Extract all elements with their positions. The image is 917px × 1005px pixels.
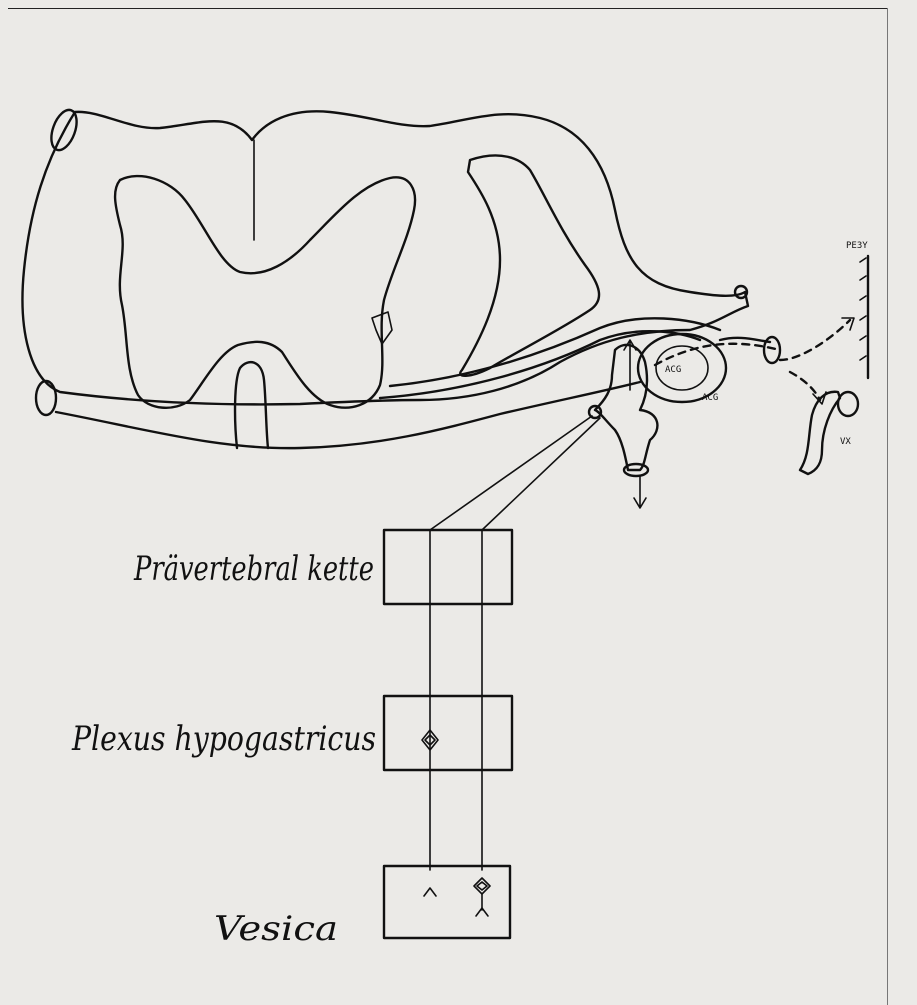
grey-matter xyxy=(115,176,415,408)
pelvic-arrow-head xyxy=(842,318,854,330)
ganglion-tag: ACG xyxy=(665,365,681,375)
blood-vessel-lumen xyxy=(838,392,858,416)
dashed-fiber-pelvic xyxy=(780,320,850,360)
plexus-box xyxy=(384,696,512,770)
lateral-white-matter xyxy=(460,155,599,375)
spinal-nerve xyxy=(720,338,770,342)
vesica-label: Vesica xyxy=(214,909,338,949)
prevertebral-chain-box xyxy=(384,530,512,604)
sympathetic-ganglion xyxy=(595,345,657,470)
terminal-left xyxy=(424,888,436,896)
ventral-root xyxy=(380,331,700,398)
vessel-tag: VX xyxy=(840,437,851,447)
lower-cord-contour xyxy=(56,382,640,448)
blood-vessel xyxy=(800,392,840,474)
pelvic-wall-hatch xyxy=(860,258,866,360)
vesica-box xyxy=(384,866,510,938)
left-lower-root xyxy=(36,381,56,415)
ganglion-tag-2: ACG xyxy=(702,393,718,403)
prevertebral-label: Prävertebral kette xyxy=(133,549,374,589)
pelvic-tag: PE3Y xyxy=(846,241,868,251)
ganglion-down-arrow xyxy=(634,476,646,508)
spinal-nerve-end xyxy=(764,337,780,363)
synapse-vesica xyxy=(474,878,490,894)
fiber-to-chain-left xyxy=(430,416,592,870)
ventral-root-inner xyxy=(390,318,720,386)
spinal-ganglion xyxy=(638,334,726,402)
fiber-to-chain-right xyxy=(482,418,600,870)
plexus-label: Plexus hypogastricus xyxy=(71,719,376,759)
